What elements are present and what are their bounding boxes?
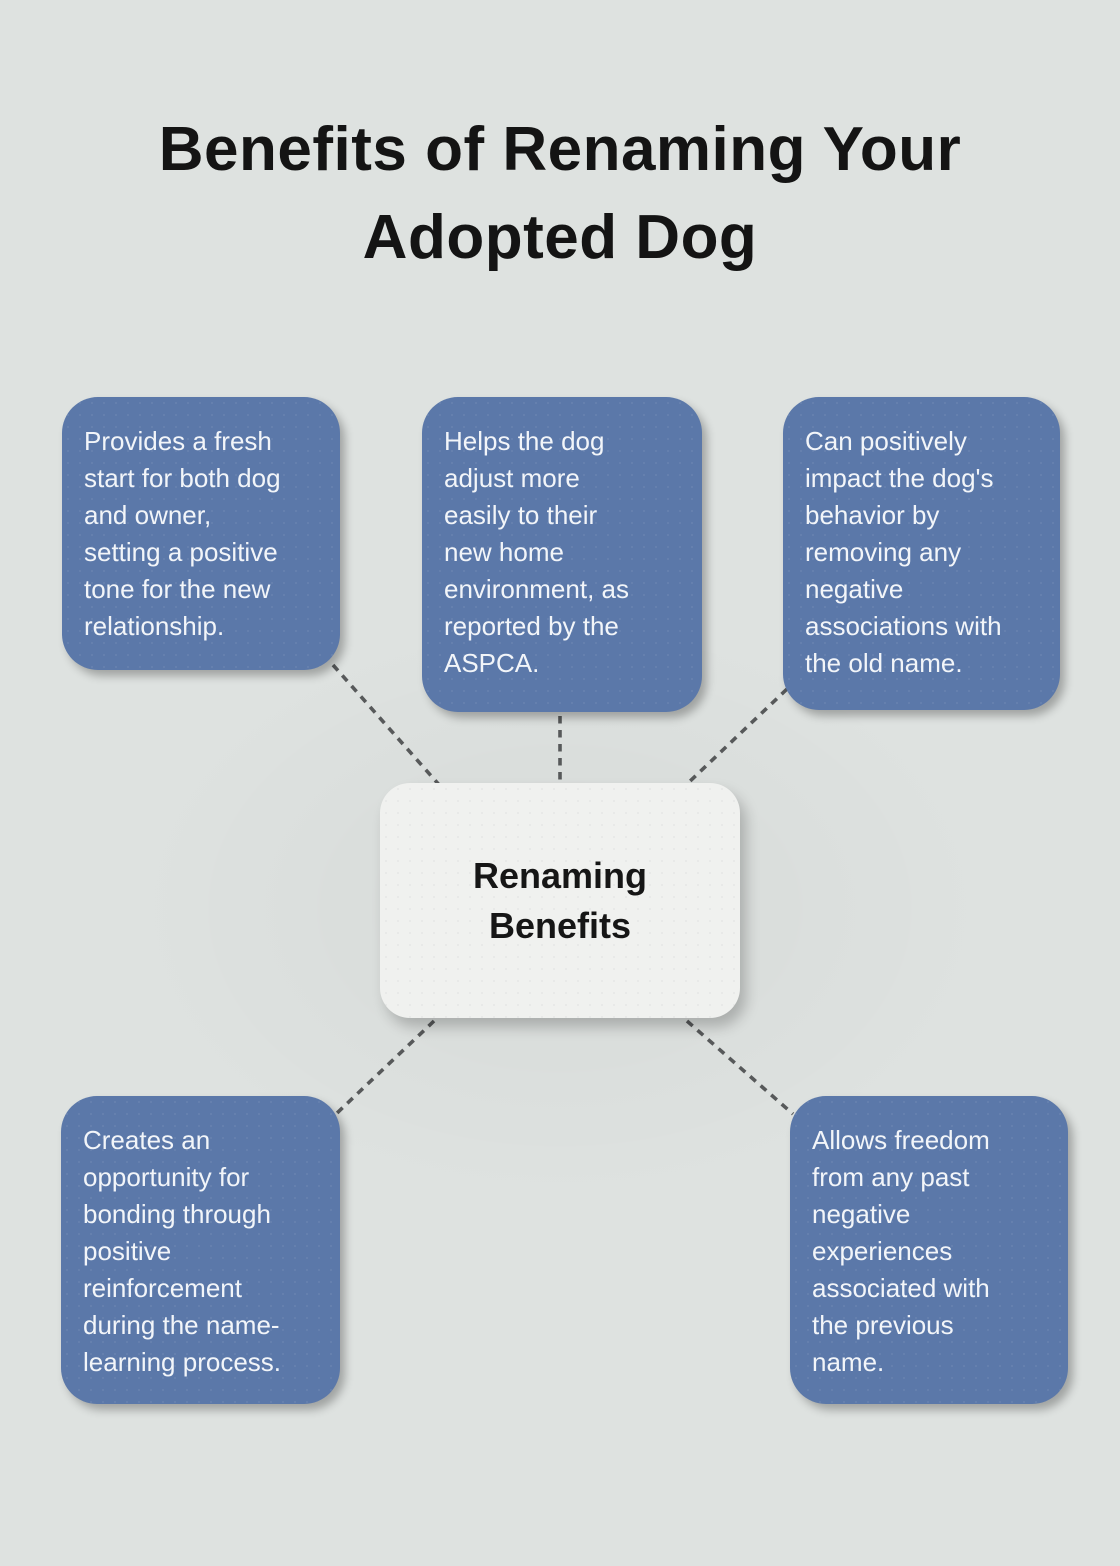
benefit-text-bonding: Creates an opportunity for bonding throu… — [83, 1125, 281, 1377]
benefit-box-bonding: Creates an opportunity for bonding throu… — [61, 1096, 340, 1404]
benefit-box-freedom: Allows freedom from any past negative ex… — [790, 1096, 1068, 1404]
connector-top-right — [684, 687, 789, 787]
connector-bottom-left — [334, 1019, 436, 1116]
page-title: Benefits of Renaming Your Adopted Dog — [158, 115, 962, 272]
benefit-text-adjust-home: Helps the dog adjust more easily to thei… — [444, 426, 629, 678]
center-node-label: Renaming Benefits — [472, 854, 648, 946]
benefit-box-adjust-home: Helps the dog adjust more easily to thei… — [422, 397, 702, 712]
benefit-text-freedom: Allows freedom from any past negative ex… — [812, 1125, 990, 1377]
benefit-box-fresh-start: Provides a fresh start for both dog and … — [62, 397, 340, 670]
benefit-box-behavior: Can positively impact the dog's behavior… — [783, 397, 1060, 710]
connector-bottom-right — [685, 1019, 795, 1116]
benefit-text-behavior: Can positively impact the dog's behavior… — [805, 426, 1002, 678]
benefit-text-fresh-start: Provides a fresh start for both dog and … — [84, 426, 281, 641]
center-node: Renaming Benefits — [380, 783, 740, 1018]
